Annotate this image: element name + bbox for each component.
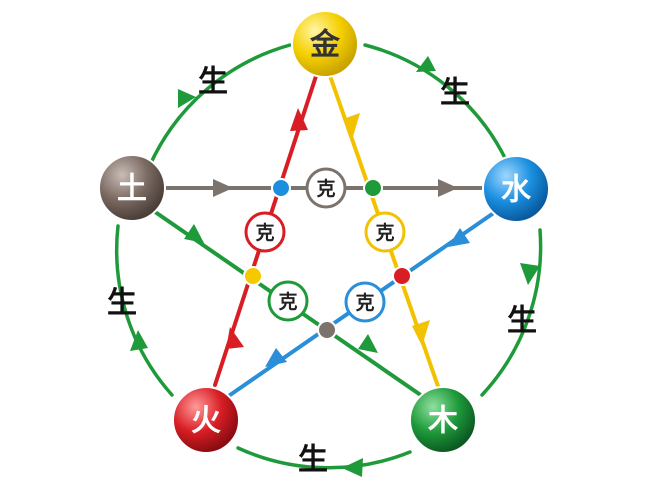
arrowhead-metal-wood-2 xyxy=(412,320,430,346)
ke-badge-left-upper-ring xyxy=(244,211,286,253)
ke-label-left-upper: 克 xyxy=(255,221,274,244)
arrowhead-earth-water-2 xyxy=(438,179,458,197)
earth-label: 土 xyxy=(117,172,147,207)
generating-labels: 生 生 生 生 生 xyxy=(107,65,537,478)
sheng-label-left: 生 xyxy=(107,286,137,321)
generating-cycle xyxy=(114,43,543,470)
arc-metal-to-water xyxy=(363,43,508,162)
arrowhead-wood-earth-1 xyxy=(358,334,378,353)
element-earth: 土 xyxy=(98,154,166,222)
ke-label-top: 克 xyxy=(316,177,335,200)
arrowhead-earth-water-1 xyxy=(213,179,233,197)
ke-label-bottom-left: 克 xyxy=(278,290,297,313)
water-label: 水 xyxy=(501,173,532,208)
arrowhead-wood-earth-2 xyxy=(184,224,204,243)
sheng-label-top-right: 生 xyxy=(440,76,470,111)
arc-wood-to-fire xyxy=(236,446,412,470)
junction-left xyxy=(243,266,263,286)
metal-orb xyxy=(291,10,359,78)
element-wood: 木 xyxy=(409,386,477,454)
element-water: 水 xyxy=(482,155,550,223)
earth-orb xyxy=(98,154,166,222)
ke-badge-bottom-left-ring xyxy=(267,280,309,322)
arrowhead-fire-metal-2 xyxy=(290,108,308,131)
sheng-label-right: 生 xyxy=(507,304,537,339)
arc-earth-to-metal xyxy=(148,43,292,167)
controlling-badge-labels: 克 克 克 克 克 xyxy=(255,177,394,314)
metal-label: 金 xyxy=(309,28,341,63)
arrowhead-water-fire-1 xyxy=(448,228,470,247)
wood-label: 木 xyxy=(427,404,458,439)
arrowhead-metal-wood-1 xyxy=(343,113,360,140)
ke-label-right-lower: 克 xyxy=(355,291,374,314)
controlling-arrowheads xyxy=(184,108,470,367)
ke-badge-top-ring xyxy=(305,167,347,209)
ke-badge-right-upper-ring xyxy=(364,211,406,253)
junction-top-right xyxy=(363,178,383,198)
ke-label-right-upper: 克 xyxy=(375,221,394,244)
junction-top-left xyxy=(271,178,291,198)
sheng-label-bottom: 生 xyxy=(298,443,328,478)
element-metal: 金 xyxy=(291,10,359,78)
arrowhead-to-water xyxy=(416,56,436,72)
controlling-badges xyxy=(244,167,406,323)
arrowhead-to-fire xyxy=(342,458,363,477)
generating-arrowheads xyxy=(130,56,540,477)
wood-orb xyxy=(409,386,477,454)
fire-orb xyxy=(172,386,240,454)
arrowhead-to-wood xyxy=(520,263,540,285)
junction-bottom xyxy=(317,320,337,340)
water-orb xyxy=(482,155,550,223)
ke-badge-right-lower-ring xyxy=(344,281,386,323)
arrowhead-water-fire-2 xyxy=(265,348,287,367)
junction-right xyxy=(392,266,412,286)
arrowhead-to-metal xyxy=(178,89,196,108)
element-fire: 火 xyxy=(172,386,240,454)
arrowhead-to-earth xyxy=(130,330,148,351)
star-junctions xyxy=(243,178,412,340)
arc-water-to-wood xyxy=(480,228,543,397)
arc-fire-to-earth xyxy=(114,224,174,397)
sheng-label-top-left: 生 xyxy=(198,65,228,100)
arrowhead-fire-metal-1 xyxy=(226,327,244,349)
fire-label: 火 xyxy=(191,404,221,439)
